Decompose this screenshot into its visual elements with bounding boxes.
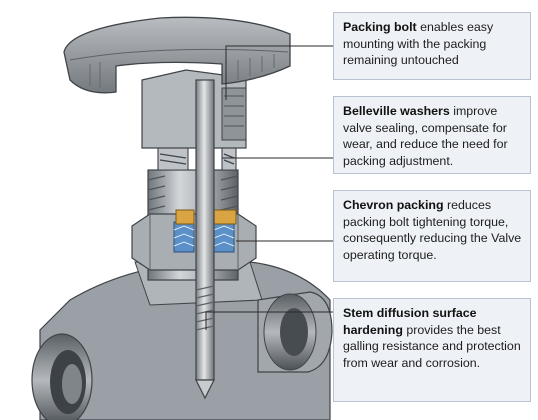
chevron-packing: [173, 221, 235, 253]
chevron-packing-callout: Chevron packing reduces packing bolt tig…: [333, 190, 531, 282]
leader-lines: [205, 45, 333, 330]
callout-text: improve valve sealing, compensate for we…: [343, 104, 508, 168]
callout-text: enables easy mounting with the packing r…: [343, 20, 494, 68]
valve-stem: [195, 79, 215, 400]
right-port: [257, 291, 333, 373]
callout-title: Chevron packing: [343, 198, 444, 212]
callout-title: Stem diffusion surface hardening: [343, 306, 477, 337]
packing-bolt-housing: [141, 69, 247, 149]
stem-diffusion-callout: Stem diffusion surface hardening provide…: [333, 298, 531, 402]
belleville-washer-housing: [157, 147, 237, 171]
callout-title: Belleville washers: [343, 104, 450, 118]
callout-text: reduces packing bolt tightening torque, …: [343, 198, 522, 262]
callout-text: provides the best galling resistance and…: [343, 322, 521, 370]
belleville-washers-callout: Belleville washers improve valve sealing…: [333, 96, 531, 174]
callout-title: Packing bolt: [343, 20, 417, 34]
packing-bolt-callout: Packing bolt enables easy mounting with …: [333, 12, 531, 80]
handwheel: [63, 16, 291, 94]
left-port: [31, 333, 93, 420]
